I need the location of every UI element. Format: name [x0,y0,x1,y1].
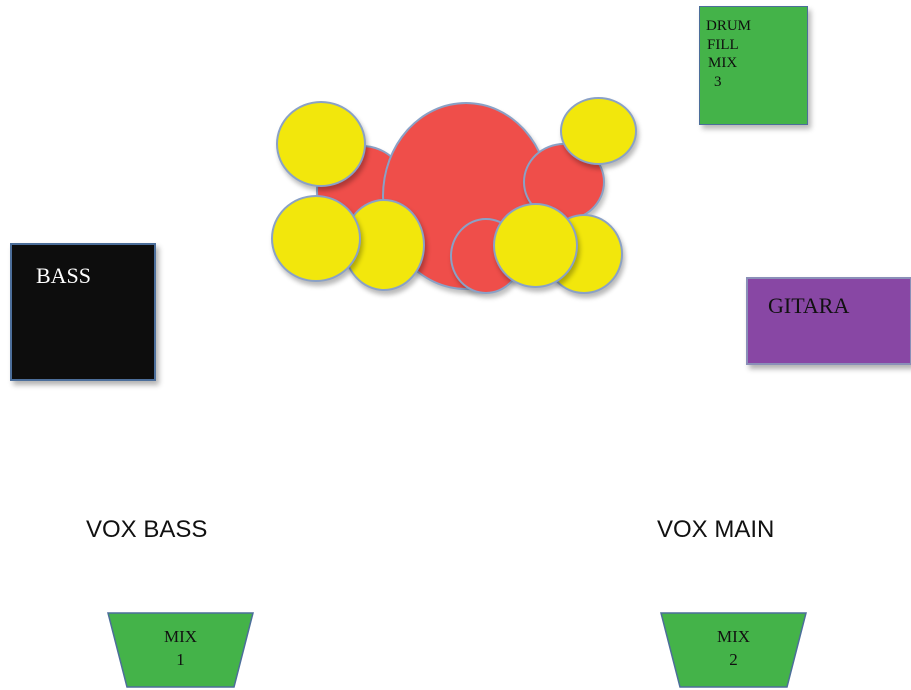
cymbal-top-right [560,97,637,165]
drum-fill-line-1: DRUM [706,18,752,34]
mix-1-line-2: 1 [176,650,185,669]
cymbal-top-left [276,101,366,187]
wedge-monitor-mix-1: MIX 1 [107,612,254,688]
mix-2-line-2: 2 [729,650,738,669]
cymbal-right-front [493,203,578,288]
mix-1-line-1: MIX [163,627,198,646]
guitar-amp-label: GITARA [768,293,850,318]
bass-amp-label: BASS [36,263,92,288]
drum-fill-line-3: MIX [708,55,738,71]
wedge-shape-mix-1 [107,612,254,688]
guitar-amp: GITARA [746,277,911,365]
wedge-shape-mix-2 [660,612,807,688]
bass-amp: BASS [10,243,156,381]
wedge-monitor-mix-2: MIX 2 [660,612,807,688]
drum-fill-line-2: FILL [707,36,739,53]
cymbal-mid-left [271,195,361,282]
vox-main-label: VOX MAIN [657,516,775,543]
drum-fill-line-4: 3 [714,73,722,90]
vox-bass-label: VOX BASS [86,516,208,543]
mix-2-line-1: MIX [716,627,751,646]
drum-fill-mix-3: DRUM FILL MIX 3 [699,6,808,125]
